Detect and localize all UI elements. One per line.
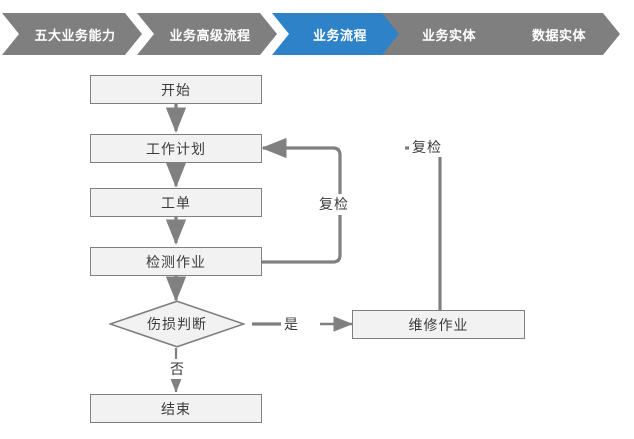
breadcrumb-item-0-label: 五大业务能力 — [34, 27, 116, 43]
breadcrumb: 五大业务能力 业务高级流程 业务流程 业务实体 数据实体 — [0, 13, 634, 55]
node-work-plan-label: 工作计划 — [146, 140, 206, 157]
edge-inspection-recheck-upper — [261, 137, 342, 196]
node-end[interactable]: 结束 — [90, 394, 262, 423]
node-inspection[interactable]: 检测作业 — [90, 247, 262, 276]
breadcrumb-item-3[interactable]: 业务实体 — [382, 13, 510, 55]
edge-repair-recheck-to-workplan — [405, 146, 442, 310]
edge-label-recheck-repair: 复检 — [409, 137, 445, 157]
edge-label-yes: 是 — [281, 314, 302, 334]
breadcrumb-item-2-label: 业务流程 — [312, 27, 367, 43]
edge-label-no: 否 — [167, 359, 188, 379]
node-work-order[interactable]: 工单 — [90, 188, 262, 217]
breadcrumb-item-2[interactable]: 业务流程 — [272, 13, 402, 55]
breadcrumb-item-1-label: 业务高级流程 — [169, 27, 251, 43]
node-work-plan[interactable]: 工作计划 — [90, 134, 262, 163]
edge-inspection-recheck-to-workplan — [262, 215, 342, 264]
breadcrumb-item-0[interactable]: 五大业务能力 — [2, 13, 142, 55]
node-inspection-label: 检测作业 — [146, 253, 206, 270]
diamond-shape — [109, 300, 245, 348]
node-start[interactable]: 开始 — [90, 75, 262, 104]
breadcrumb-item-4-label: 数据实体 — [531, 27, 586, 43]
node-repair[interactable]: 维修作业 — [352, 310, 525, 339]
node-repair-label: 维修作业 — [408, 316, 469, 333]
node-start-label: 开始 — [161, 81, 191, 98]
edge-label-recheck-inspection: 复检 — [316, 194, 352, 214]
node-work-order-label: 工单 — [161, 194, 191, 211]
breadcrumb-item-1[interactable]: 业务高级流程 — [137, 13, 277, 55]
node-end-label: 结束 — [161, 400, 191, 417]
node-damage-decision[interactable]: 伤损判断 — [109, 300, 245, 348]
breadcrumb-item-4[interactable]: 数据实体 — [492, 13, 620, 55]
node-damage-decision-label: 伤损判断 — [147, 316, 207, 332]
breadcrumb-item-3-label: 业务实体 — [421, 27, 476, 43]
